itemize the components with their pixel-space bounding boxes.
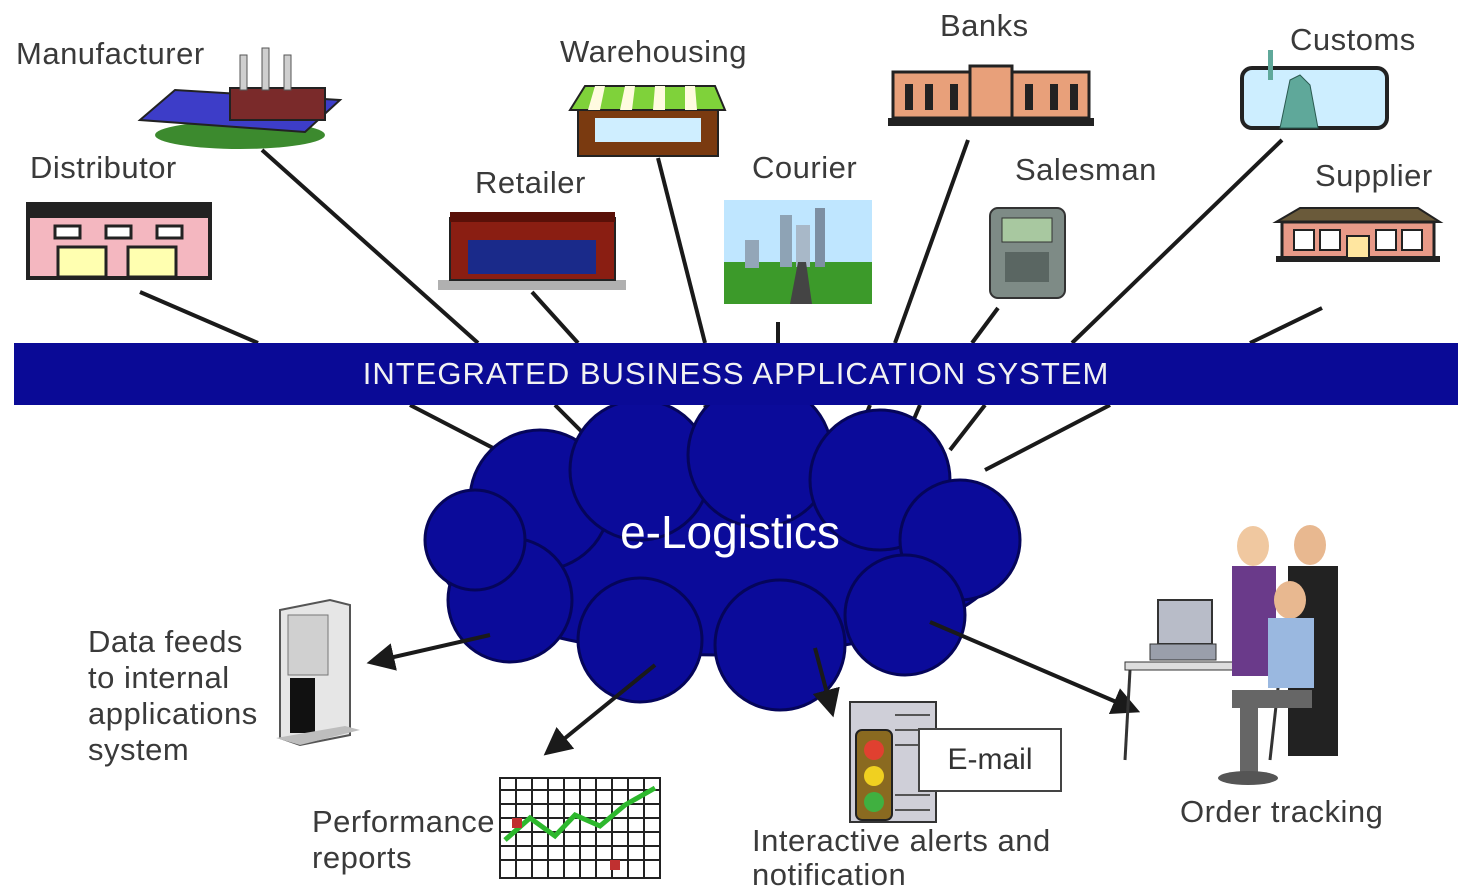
connector-customs xyxy=(1070,138,1284,345)
output-arrows xyxy=(366,620,1141,756)
chart-grid-icon xyxy=(499,777,661,879)
email-tag: E-mail xyxy=(918,728,1062,792)
connector-banks xyxy=(893,139,970,344)
label-warehousing: Warehousing xyxy=(560,34,748,69)
label-performance-reports: Performance reports xyxy=(312,804,495,875)
arrow-order-tracking xyxy=(929,620,1141,715)
handheld-device-icon xyxy=(989,207,1066,299)
supplier-building-icon xyxy=(1272,207,1444,262)
server-tower-icon xyxy=(276,598,360,747)
partner-connectors xyxy=(139,138,1323,345)
connector-supplier xyxy=(1249,306,1323,345)
label-supplier: Supplier xyxy=(1315,158,1433,193)
connector-warehousing xyxy=(656,157,707,344)
statue-of-liberty-icon xyxy=(1240,50,1389,130)
connector-distributor xyxy=(139,290,259,345)
label-banks: Banks xyxy=(940,8,1029,43)
arrow-alerts xyxy=(812,647,840,718)
distributor-building-icon xyxy=(26,202,212,280)
cloud-shape xyxy=(423,381,1022,712)
arrow-data-feeds xyxy=(366,633,491,671)
label-customs: Customs xyxy=(1290,22,1416,57)
city-road-icon xyxy=(724,200,872,304)
arrow-performance xyxy=(543,663,657,756)
factory-icon xyxy=(137,47,343,149)
bank-building-icon xyxy=(888,64,1094,126)
connector-salesman xyxy=(970,306,1000,345)
label-distributor: Distributor xyxy=(30,150,177,185)
label-retailer: Retailer xyxy=(475,165,586,200)
banner-title: INTEGRATED BUSINESS APPLICATION SYSTEM xyxy=(362,356,1110,391)
connector-manufacturer xyxy=(260,148,480,345)
connector-retailer xyxy=(530,290,580,345)
label-order-tracking: Order tracking xyxy=(1180,794,1384,829)
label-alerts: Interactive alerts and notification xyxy=(752,823,1051,892)
label-manufacturer: Manufacturer xyxy=(16,36,205,71)
storefront-awning-icon xyxy=(568,85,727,157)
label-data-feeds: Data feeds to internal applications syst… xyxy=(88,624,258,767)
label-salesman: Salesman xyxy=(1015,152,1157,187)
integrated-system-banner: INTEGRATED BUSINESS APPLICATION SYSTEM xyxy=(14,343,1458,405)
office-workers-computer-icon xyxy=(1123,525,1338,785)
label-courier: Courier xyxy=(752,150,858,185)
retail-store-icon xyxy=(438,212,626,290)
hub-label: e-Logistics xyxy=(620,506,840,558)
